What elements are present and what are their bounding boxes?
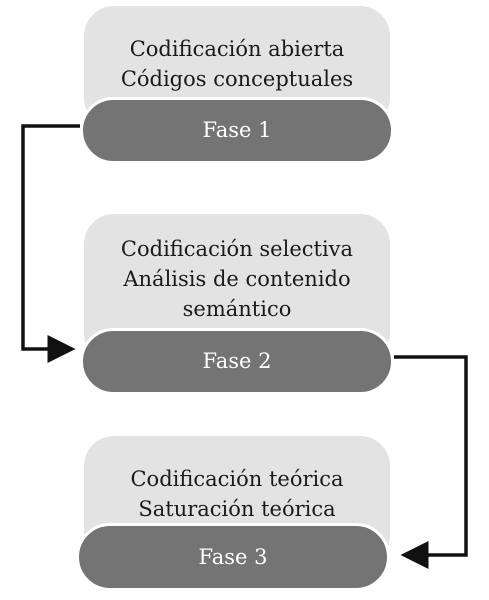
arrow-phase-1-to-phase-2: [21, 124, 80, 363]
stage-2-line-3: semántico: [182, 297, 292, 321]
phase-1-pill: Fase 1: [80, 97, 394, 164]
phase-2-pill: Fase 2: [80, 328, 394, 395]
stage-3-line-2: Saturación teórica: [138, 497, 336, 521]
phase-1-label: Fase 1: [202, 118, 272, 142]
arrow-phase-2-to-phase-3: [394, 355, 468, 569]
phase-3-pill: Fase 3: [76, 523, 390, 591]
stage-2-line-1: Codificación selectiva: [120, 237, 354, 261]
stage-1-line-2: Códigos conceptuales: [120, 67, 354, 91]
stage-1-line-1: Codificación abierta: [129, 37, 345, 61]
phase-3-label: Fase 3: [198, 545, 268, 569]
stage-2-line-2: Análisis de contenido: [123, 267, 351, 291]
phase-2-label: Fase 2: [202, 349, 272, 373]
stage-3-line-1: Codificación teórica: [130, 467, 344, 491]
